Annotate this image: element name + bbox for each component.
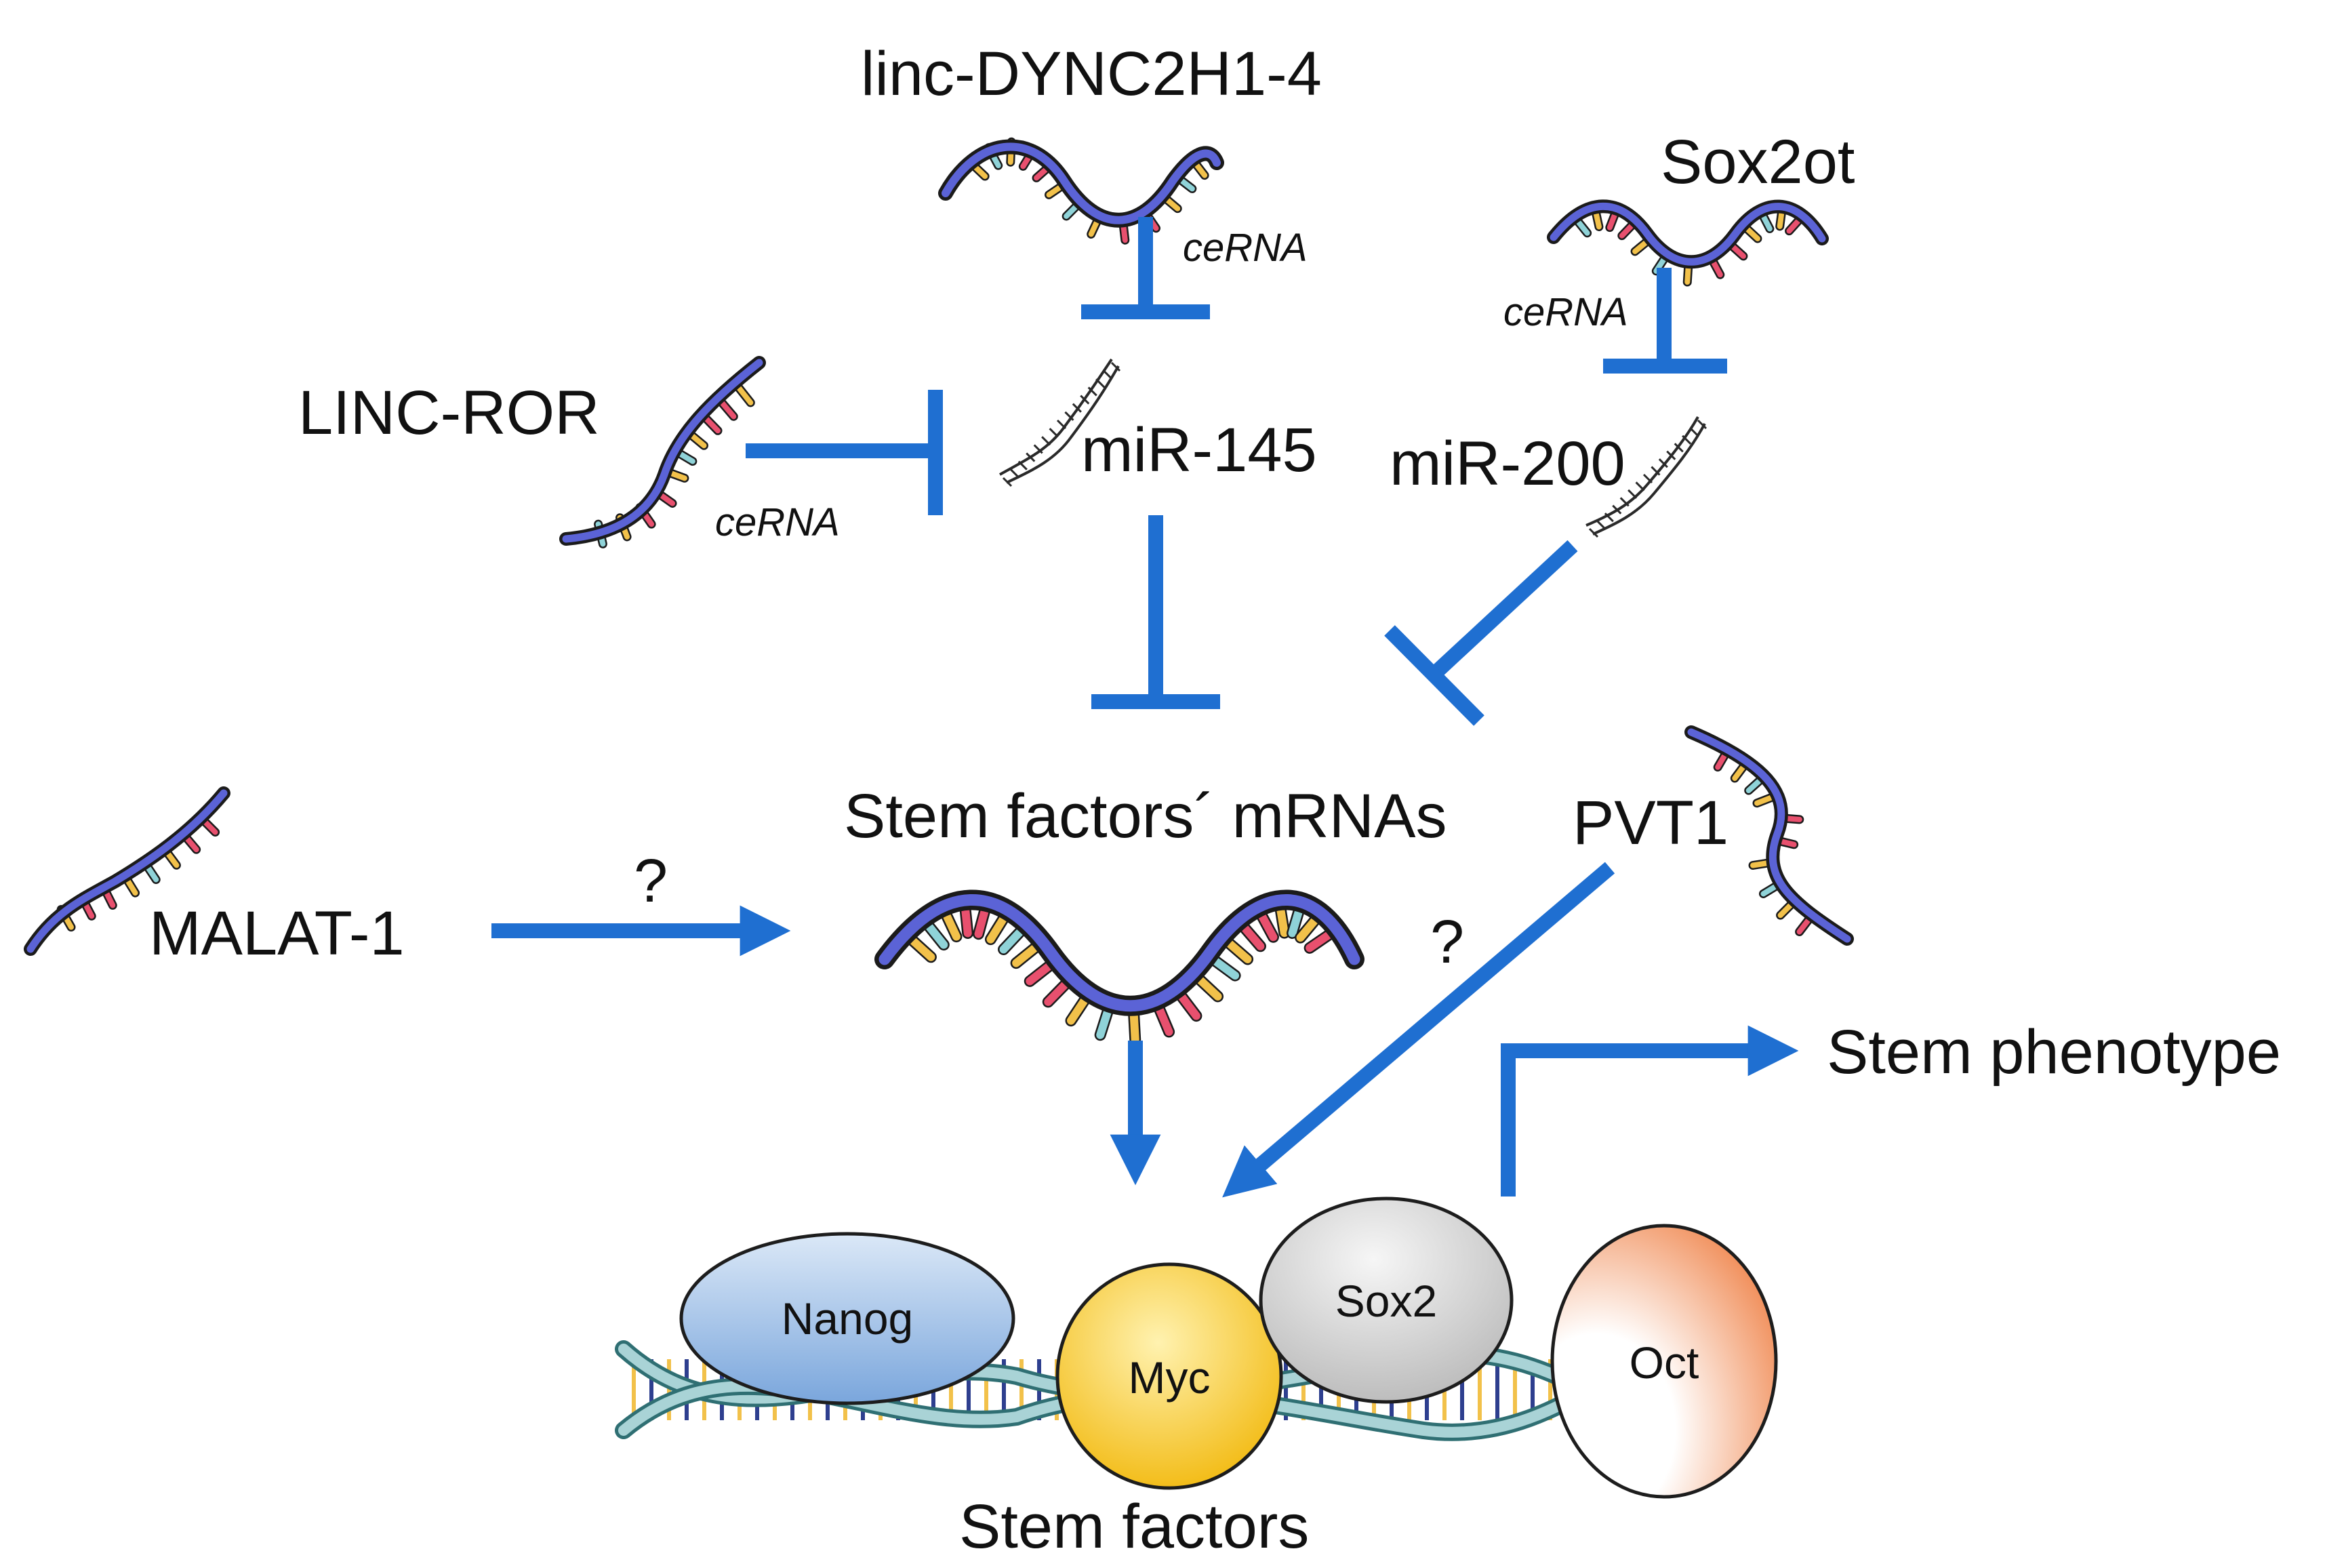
rna-bases [899, 893, 1343, 1046]
mirna-200-hairpin-icon [1585, 416, 1707, 538]
lncrna-malat1-icon [24, 786, 230, 956]
label-question-malat: ? [634, 847, 668, 915]
label-sox2ot: Sox2ot [1661, 127, 1855, 197]
label-mir-145: miR-145 [1081, 416, 1317, 485]
protein-myc-label: Myc [1129, 1352, 1211, 1403]
protein-nanog: Nanog [679, 1232, 1015, 1405]
label-stem-phenotype: Stem phenotype [1827, 1018, 2281, 1087]
label-question-pvt1: ? [1430, 908, 1464, 976]
inhibit-mir200-to-mrna-line [1428, 540, 1578, 681]
label-pvt1: PVT1 [1573, 788, 1728, 858]
protein-oct: Oct [1550, 1224, 1778, 1499]
protein-oct-label: Oct [1630, 1338, 1699, 1388]
label-cerna-sox2ot: ceRNA [1503, 290, 1628, 334]
lncrna-pvt1-icon [1684, 725, 1854, 946]
protein-sox2: Sox2 [1259, 1197, 1514, 1404]
protein-sox2-label: Sox2 [1335, 1276, 1437, 1326]
label-stem-factors-mrnas: Stem factors´ mRNAs [844, 782, 1447, 851]
protein-nanog-label: Nanog [782, 1293, 914, 1344]
label-stem-factors: Stem factors [959, 1492, 1309, 1561]
label-cerna-ror: ceRNA [715, 500, 840, 544]
label-linc-dync2h1-4: linc-DYNC2H1-4 [861, 39, 1322, 108]
rna-bases [1570, 201, 1808, 287]
label-mir-200: miR-200 [1390, 429, 1625, 498]
arrow-pvt1-to-stem-factors [1222, 862, 1615, 1198]
stem-factors-mrna-icon [874, 889, 1364, 1046]
lncrna-linc-dync-icon [938, 137, 1224, 245]
label-linc-ror: LINC-ROR [298, 378, 600, 447]
protein-myc: Myc [1055, 1262, 1283, 1490]
label-cerna-dync: ceRNA [1183, 226, 1308, 270]
lncrna-sox2ot-icon [1547, 199, 1829, 287]
arrow-stem-factors-to-phenotype [1501, 1025, 1799, 1197]
mirna-145-hairpin-icon [999, 358, 1121, 487]
inhibit-mir200-to-mrna-bar [1384, 625, 1484, 726]
label-malat-1: MALAT-1 [149, 899, 405, 968]
lncrna-linc-ror-icon [559, 356, 766, 548]
